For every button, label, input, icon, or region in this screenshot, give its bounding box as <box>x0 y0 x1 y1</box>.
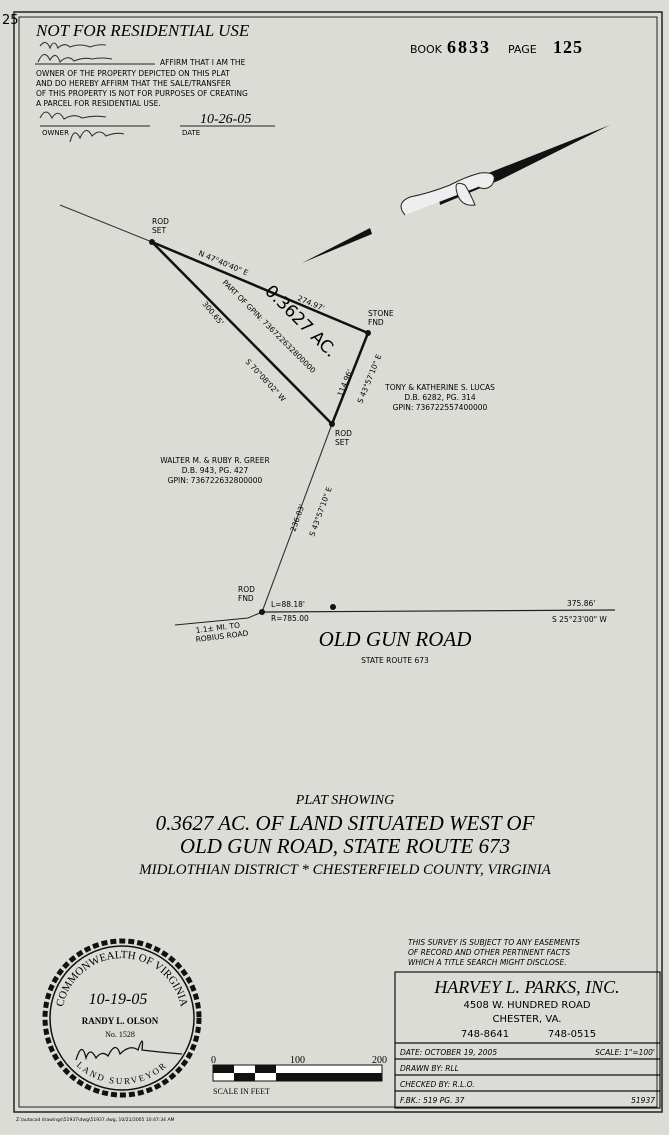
survey-scale: SCALE: 1"=100' <box>595 1048 655 1057</box>
date-label: DATE <box>182 129 200 137</box>
company-phone-2: 748-0515 <box>548 1029 596 1040</box>
corner-label-rod-set-top-2: SET <box>152 226 166 235</box>
corner-label-rod-set-bottom-1: ROD <box>335 429 352 438</box>
job-number: 51937 <box>631 1096 655 1105</box>
affirmation-line-4: OF THIS PROPERTY IS NOT FOR PURPOSES OF … <box>36 89 248 98</box>
book-number: 6833 <box>447 37 491 57</box>
outer-border <box>13 11 663 1113</box>
title-block <box>394 971 661 1109</box>
title-line-1: PLAT SHOWING <box>295 793 394 808</box>
surveyor-seal: COMMONWEALTH OF VIRGINIA LAND SURVEYOR 1… <box>42 938 202 1098</box>
greer-gpin: GPIN: 736722632800000 <box>168 476 263 485</box>
curve-length: L=88.18' <box>271 600 305 609</box>
south-line-bearing: S 43°57'10" E <box>307 485 333 537</box>
corner-label-rod-set-top-1: ROD <box>152 217 169 226</box>
road-right-of-way <box>261 609 616 613</box>
corner-label-stone-2: FND <box>368 318 384 327</box>
corner-label-rod-set-bottom-2: SET <box>335 438 349 447</box>
corner-label-stone-1: STONE <box>368 309 394 318</box>
scale-tick-200: 200 <box>372 1055 387 1066</box>
seal-number: No. 1528 <box>105 1030 135 1039</box>
east-line-bearing: S 43°57'10" E <box>356 353 384 405</box>
title-line-4: MIDLOTHIAN DISTRICT * CHESTERFIELD COUNT… <box>138 862 552 878</box>
corner-markers <box>149 239 371 615</box>
note-line-1: THIS SURVEY IS SUBJECT TO ANY EASEMENTS <box>408 938 580 947</box>
company-address: 4508 W. HUNDRED ROAD <box>463 1000 590 1011</box>
greer-name: WALTER M. & RUBY R. GREER <box>160 456 270 465</box>
scale-tick-0: 0 <box>211 1055 216 1066</box>
extension-line <box>59 204 153 243</box>
book-label: BOOK <box>410 43 443 56</box>
note-line-3: WHICH A TITLE SEARCH MIGHT DISCLOSE. <box>408 958 567 967</box>
company-city: CHESTER, VA. <box>493 1014 562 1025</box>
affirmation-line-5: A PARCEL FOR RESIDENTIAL USE. <box>36 99 161 108</box>
scale-bar: 0 100 200 SCALE IN FEET <box>211 1055 387 1096</box>
owner-signatures <box>37 41 125 143</box>
page-number: 125 <box>553 37 583 57</box>
field-book: F.BK.: 519 PG. 37 <box>400 1096 465 1105</box>
file-path-footer: Z:\autocad drawings\51937\dwg\51937.dwg,… <box>16 1117 175 1123</box>
note-line-2: OF RECORD AND OTHER PERTINENT FACTS <box>408 948 570 957</box>
affirmation-line-3: AND DO HEREBY AFFIRM THAT THE SALE/TRANS… <box>36 79 231 88</box>
margin-mark: 25 <box>2 13 19 28</box>
lucas-deed: D.B. 6282, PG. 314 <box>404 393 476 402</box>
not-residential-notice: NOT FOR RESIDENTIAL USE <box>35 21 250 40</box>
owner-label: OWNER <box>42 129 69 137</box>
scale-label: SCALE IN FEET <box>213 1087 270 1096</box>
lucas-gpin: GPIN: 736722557400000 <box>393 403 488 412</box>
road-name: OLD GUN ROAD <box>319 627 472 651</box>
title-line-2: 0.3627 AC. OF LAND SITUATED WEST OF <box>156 811 535 835</box>
surveyor-signature <box>75 1040 183 1061</box>
west-line-bearing: S 70°08'02" W <box>244 357 288 404</box>
scale-tick-100: 100 <box>290 1055 305 1066</box>
north-arrow-icon <box>302 125 610 263</box>
curve-radius: R=785.00 <box>271 614 309 623</box>
affirmation-line-1: AFFIRM THAT I AM THE <box>160 58 246 67</box>
parcel-boundary <box>151 240 370 427</box>
lucas-name: TONY & KATHERINE S. LUCAS <box>384 383 495 392</box>
title-line-3: OLD GUN ROAD, STATE ROUTE 673 <box>180 834 510 858</box>
drawn-by: DRAWN BY: RLL <box>400 1064 459 1073</box>
inner-border <box>18 16 658 1108</box>
road-distance: 375.86' <box>567 599 595 608</box>
greer-lucas-line <box>261 423 333 613</box>
corner-label-rod-fnd-2: FND <box>238 594 254 603</box>
seal-name: RANDY L. OLSON <box>82 1016 159 1026</box>
south-line-distance: 236.03' <box>288 503 306 533</box>
greer-deed: D.B. 943, PG. 427 <box>182 466 249 475</box>
company-name: HARVEY L. PARKS, INC. <box>433 977 619 997</box>
handwritten-date: 10-26-05 <box>200 112 251 127</box>
road-bearing: S 25°23'00" W <box>552 615 607 624</box>
corner-label-rod-fnd-1: ROD <box>238 585 255 594</box>
road-route: STATE ROUTE 673 <box>361 656 429 665</box>
page-label: PAGE <box>508 43 537 56</box>
company-phone-1: 748-8641 <box>461 1029 509 1040</box>
checked-by: CHECKED BY: R.L.O. <box>400 1080 475 1089</box>
seal-date: 10-19-05 <box>89 991 148 1008</box>
affirmation-line-2: OWNER OF THE PROPERTY DEPICTED ON THIS P… <box>36 69 230 78</box>
survey-date: DATE: OCTOBER 19, 2005 <box>400 1048 497 1057</box>
road-to-robius <box>174 611 263 626</box>
east-line-distance: 114.96' <box>336 368 355 398</box>
